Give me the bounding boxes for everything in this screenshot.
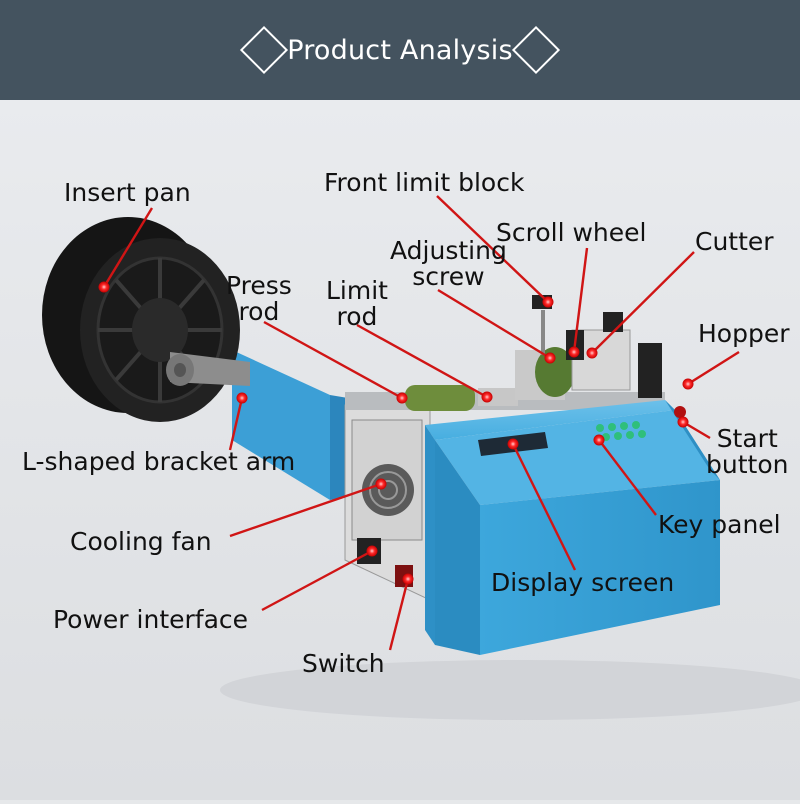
label-press-rod: Press rod xyxy=(226,271,292,326)
product-photo xyxy=(0,100,800,800)
label-display-screen: Display screen xyxy=(491,568,675,597)
label-key-panel: Key panel xyxy=(658,510,781,539)
label-switch: Switch xyxy=(302,649,385,678)
label-insert-pan: Insert pan xyxy=(64,178,191,207)
label-l-shaped-bracket-arm: L-shaped bracket arm xyxy=(22,447,296,476)
diamond-icon xyxy=(240,25,289,75)
label-limit-rod: Limit rod xyxy=(326,276,388,331)
page-title: Product Analysis xyxy=(287,34,513,66)
label-cooling-fan: Cooling fan xyxy=(70,527,212,556)
label-power-interface: Power interface xyxy=(53,605,249,634)
diamond-icon xyxy=(511,25,560,75)
label-front-limit-block: Front limit block xyxy=(324,168,525,197)
machine-illustration xyxy=(0,100,800,800)
label-hopper: Hopper xyxy=(698,319,790,348)
title-banner: Product Analysis xyxy=(0,0,800,100)
label-start-button: Start button xyxy=(706,424,789,479)
marker-dots xyxy=(98,281,694,585)
label-adjusting-screw: Adjusting screw xyxy=(390,236,507,291)
label-cutter: Cutter xyxy=(695,227,774,256)
label-scroll-wheel: Scroll wheel xyxy=(496,218,647,247)
